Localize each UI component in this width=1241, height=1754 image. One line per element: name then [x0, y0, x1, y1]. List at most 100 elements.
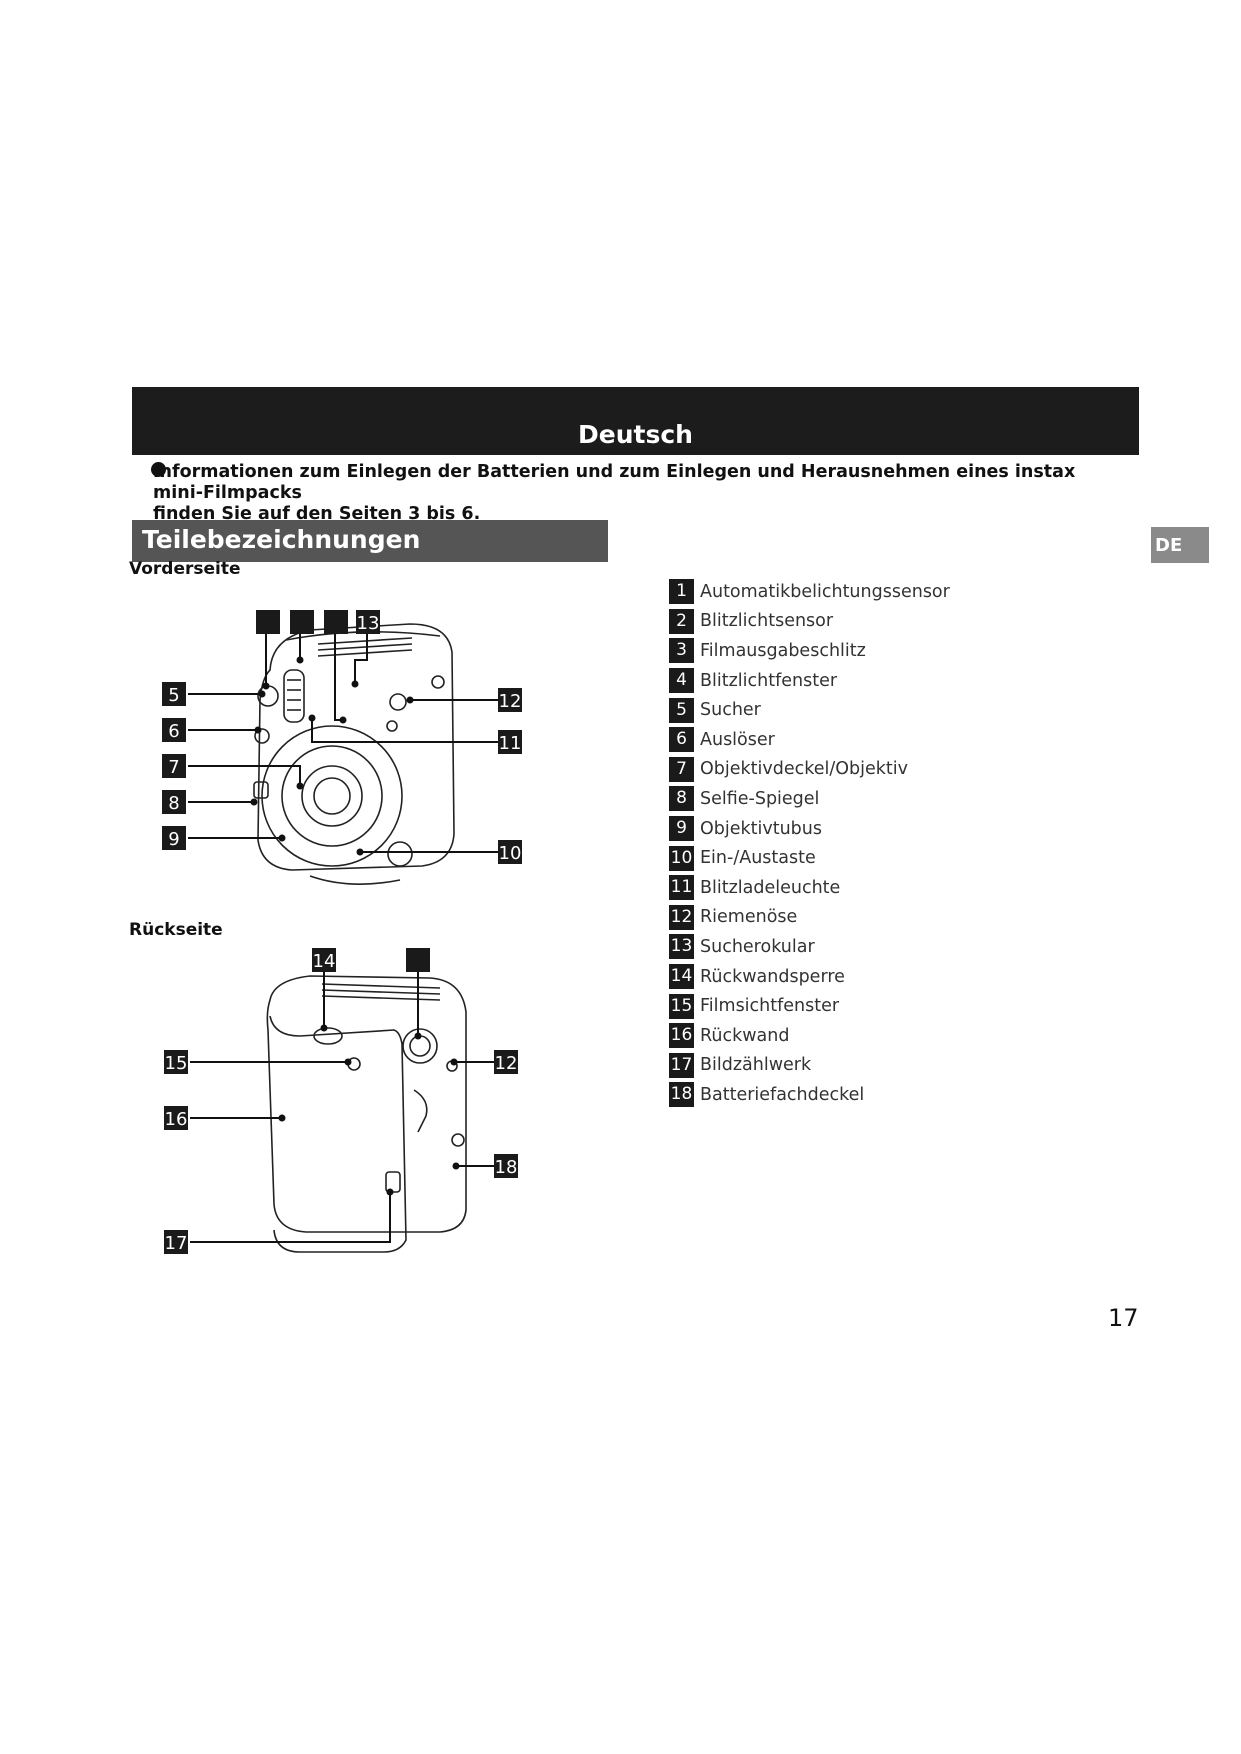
back-callout-17: 17 — [164, 1230, 188, 1254]
part-number-badge: 16 — [669, 1023, 694, 1049]
svg-text:18: 18 — [495, 1157, 518, 1178]
part-number-badge: 15 — [669, 993, 694, 1019]
part-number-badge: 11 — [669, 875, 694, 901]
list-item: 13 Sucherokular — [669, 932, 950, 962]
part-label: Objektivtubus — [700, 818, 822, 839]
bullet-icon — [151, 462, 166, 477]
part-label: Filmausgabeschlitz — [700, 640, 866, 661]
list-item: 8 Selfie-Spiegel — [669, 784, 950, 814]
part-number-badge: 17 — [669, 1052, 694, 1078]
front-callout-13: 13 — [356, 610, 380, 634]
part-number-badge: 13 — [669, 934, 694, 960]
back-camera-diagram: 14 15 16 17 12 18 — [150, 940, 590, 1270]
part-number-badge: 10 — [669, 845, 694, 871]
front-callout-9: 9 — [162, 826, 186, 850]
part-label: Objektivdeckel/Objektiv — [700, 759, 908, 780]
part-label: Ein-/Austaste — [700, 848, 816, 869]
back-callout-14: 14 — [312, 948, 336, 972]
page-number: 17 — [1108, 1304, 1139, 1332]
list-item: 11 Blitzladeleuchte — [669, 873, 950, 903]
part-label: Sucher — [700, 700, 761, 721]
list-item: 12 Riemenöse — [669, 903, 950, 933]
svg-text:11: 11 — [499, 733, 522, 754]
svg-text:12: 12 — [495, 1053, 518, 1074]
part-number-badge: 14 — [669, 964, 694, 990]
back-callout-15: 15 — [164, 1050, 188, 1074]
part-number-badge: 2 — [669, 608, 694, 634]
part-label: Batteriefachdeckel — [700, 1084, 865, 1105]
svg-text:9: 9 — [168, 829, 179, 850]
section-heading: Teilebezeichnungen — [142, 525, 421, 554]
part-number-badge: 6 — [669, 727, 694, 753]
list-item: 9 Objektivtubus — [669, 814, 950, 844]
intro-line-2: finden Sie auf den Seiten 3 bis 6. — [153, 504, 481, 524]
language-tab: DE — [1151, 527, 1209, 563]
svg-text:10: 10 — [499, 843, 522, 864]
language-header-title: Deutsch — [578, 420, 693, 449]
intro-line-1: Informationen zum Einlegen der Batterien… — [153, 462, 1076, 503]
list-item: 18 Batteriefachdeckel — [669, 1080, 950, 1110]
back-callout-12: 12 — [494, 1050, 518, 1074]
front-callout-12: 12 — [498, 688, 522, 712]
part-number-badge: 12 — [669, 904, 694, 930]
part-number-badge: 9 — [669, 816, 694, 842]
list-item: 17 Bildzählwerk — [669, 1051, 950, 1081]
front-callout-3 — [324, 610, 348, 634]
part-label: Sucherokular — [700, 936, 815, 957]
list-item: 2 Blitzlichtsensor — [669, 607, 950, 637]
list-item: 14 Rückwandsperre — [669, 962, 950, 992]
part-label: Rückwandsperre — [700, 966, 845, 987]
front-callout-1 — [256, 610, 280, 634]
part-number-badge: 5 — [669, 697, 694, 723]
part-label: Riemenöse — [700, 907, 798, 928]
language-tab-label: DE — [1155, 535, 1183, 556]
svg-text:12: 12 — [499, 691, 522, 712]
back-callout-18: 18 — [494, 1154, 518, 1178]
svg-text:16: 16 — [165, 1109, 188, 1130]
part-label: Blitzlichtfenster — [700, 670, 838, 691]
svg-text:5: 5 — [168, 685, 179, 706]
svg-text:14: 14 — [313, 951, 336, 972]
part-number-badge: 4 — [669, 668, 694, 694]
list-item: 6 Auslöser — [669, 725, 950, 755]
list-item: 10 Ein-/Austaste — [669, 843, 950, 873]
front-callout-2 — [290, 610, 314, 634]
svg-text:8: 8 — [168, 793, 179, 814]
part-number-badge: 7 — [669, 756, 694, 782]
front-camera-illustration — [253, 623, 455, 885]
back-callout-16: 16 — [164, 1106, 188, 1130]
back-callout-dots — [278, 1024, 460, 1196]
part-number-badge: 8 — [669, 786, 694, 812]
list-item: 4 Blitzlichtfenster — [669, 666, 950, 696]
svg-text:7: 7 — [168, 757, 179, 778]
part-number-badge: 18 — [669, 1082, 694, 1108]
list-item: 5 Sucher — [669, 695, 950, 725]
part-label: Auslöser — [700, 729, 775, 750]
list-item: 16 Rückwand — [669, 1021, 950, 1051]
part-label: Rückwand — [700, 1025, 790, 1046]
front-camera-diagram: 13 5 6 7 8 9 12 11 10 — [150, 590, 590, 920]
front-callout-dots — [250, 656, 414, 856]
front-callout-lines — [188, 634, 498, 853]
front-view-label: Vorderseite — [129, 559, 241, 579]
intro-text: Informationen zum Einlegen der Batterien… — [153, 462, 1113, 525]
part-label: Selfie-Spiegel — [700, 788, 820, 809]
back-camera-illustration — [266, 975, 467, 1253]
front-camera-svg: 13 5 6 7 8 9 12 11 10 — [162, 610, 522, 885]
language-header-bar: Deutsch — [132, 387, 1139, 455]
svg-text:6: 6 — [168, 721, 179, 742]
section-heading-bar: Teilebezeichnungen — [132, 520, 608, 562]
front-callout-5: 5 — [162, 682, 186, 706]
part-label: Blitzlichtsensor — [700, 611, 834, 632]
list-item: 7 Objektivdeckel/Objektiv — [669, 755, 950, 785]
front-callout-11: 11 — [498, 730, 522, 754]
back-view-label: Rückseite — [129, 920, 223, 940]
part-label: Bildzählwerk — [700, 1055, 812, 1076]
svg-text:17: 17 — [165, 1233, 188, 1254]
back-callout-lines — [190, 972, 494, 1243]
part-label: Blitzladeleuchte — [700, 877, 841, 898]
